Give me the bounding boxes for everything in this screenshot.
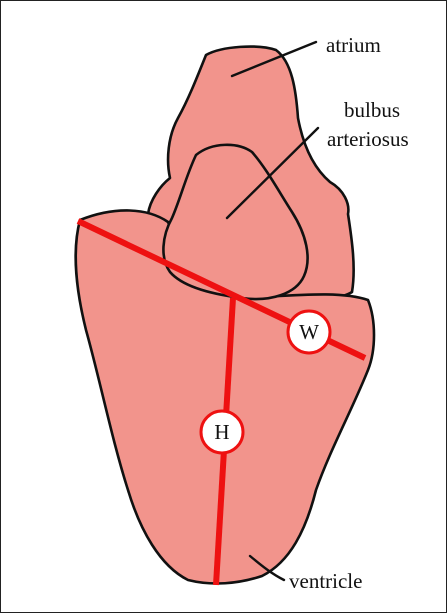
height-marker-label: H (214, 420, 229, 444)
atrium-label: atrium (326, 33, 381, 57)
width-marker-label: W (299, 320, 319, 344)
bulbus-label-line1: bulbus (344, 98, 400, 122)
ventricle-label: ventricle (289, 569, 362, 593)
bulbus-label-line2: arteriosus (327, 127, 409, 151)
